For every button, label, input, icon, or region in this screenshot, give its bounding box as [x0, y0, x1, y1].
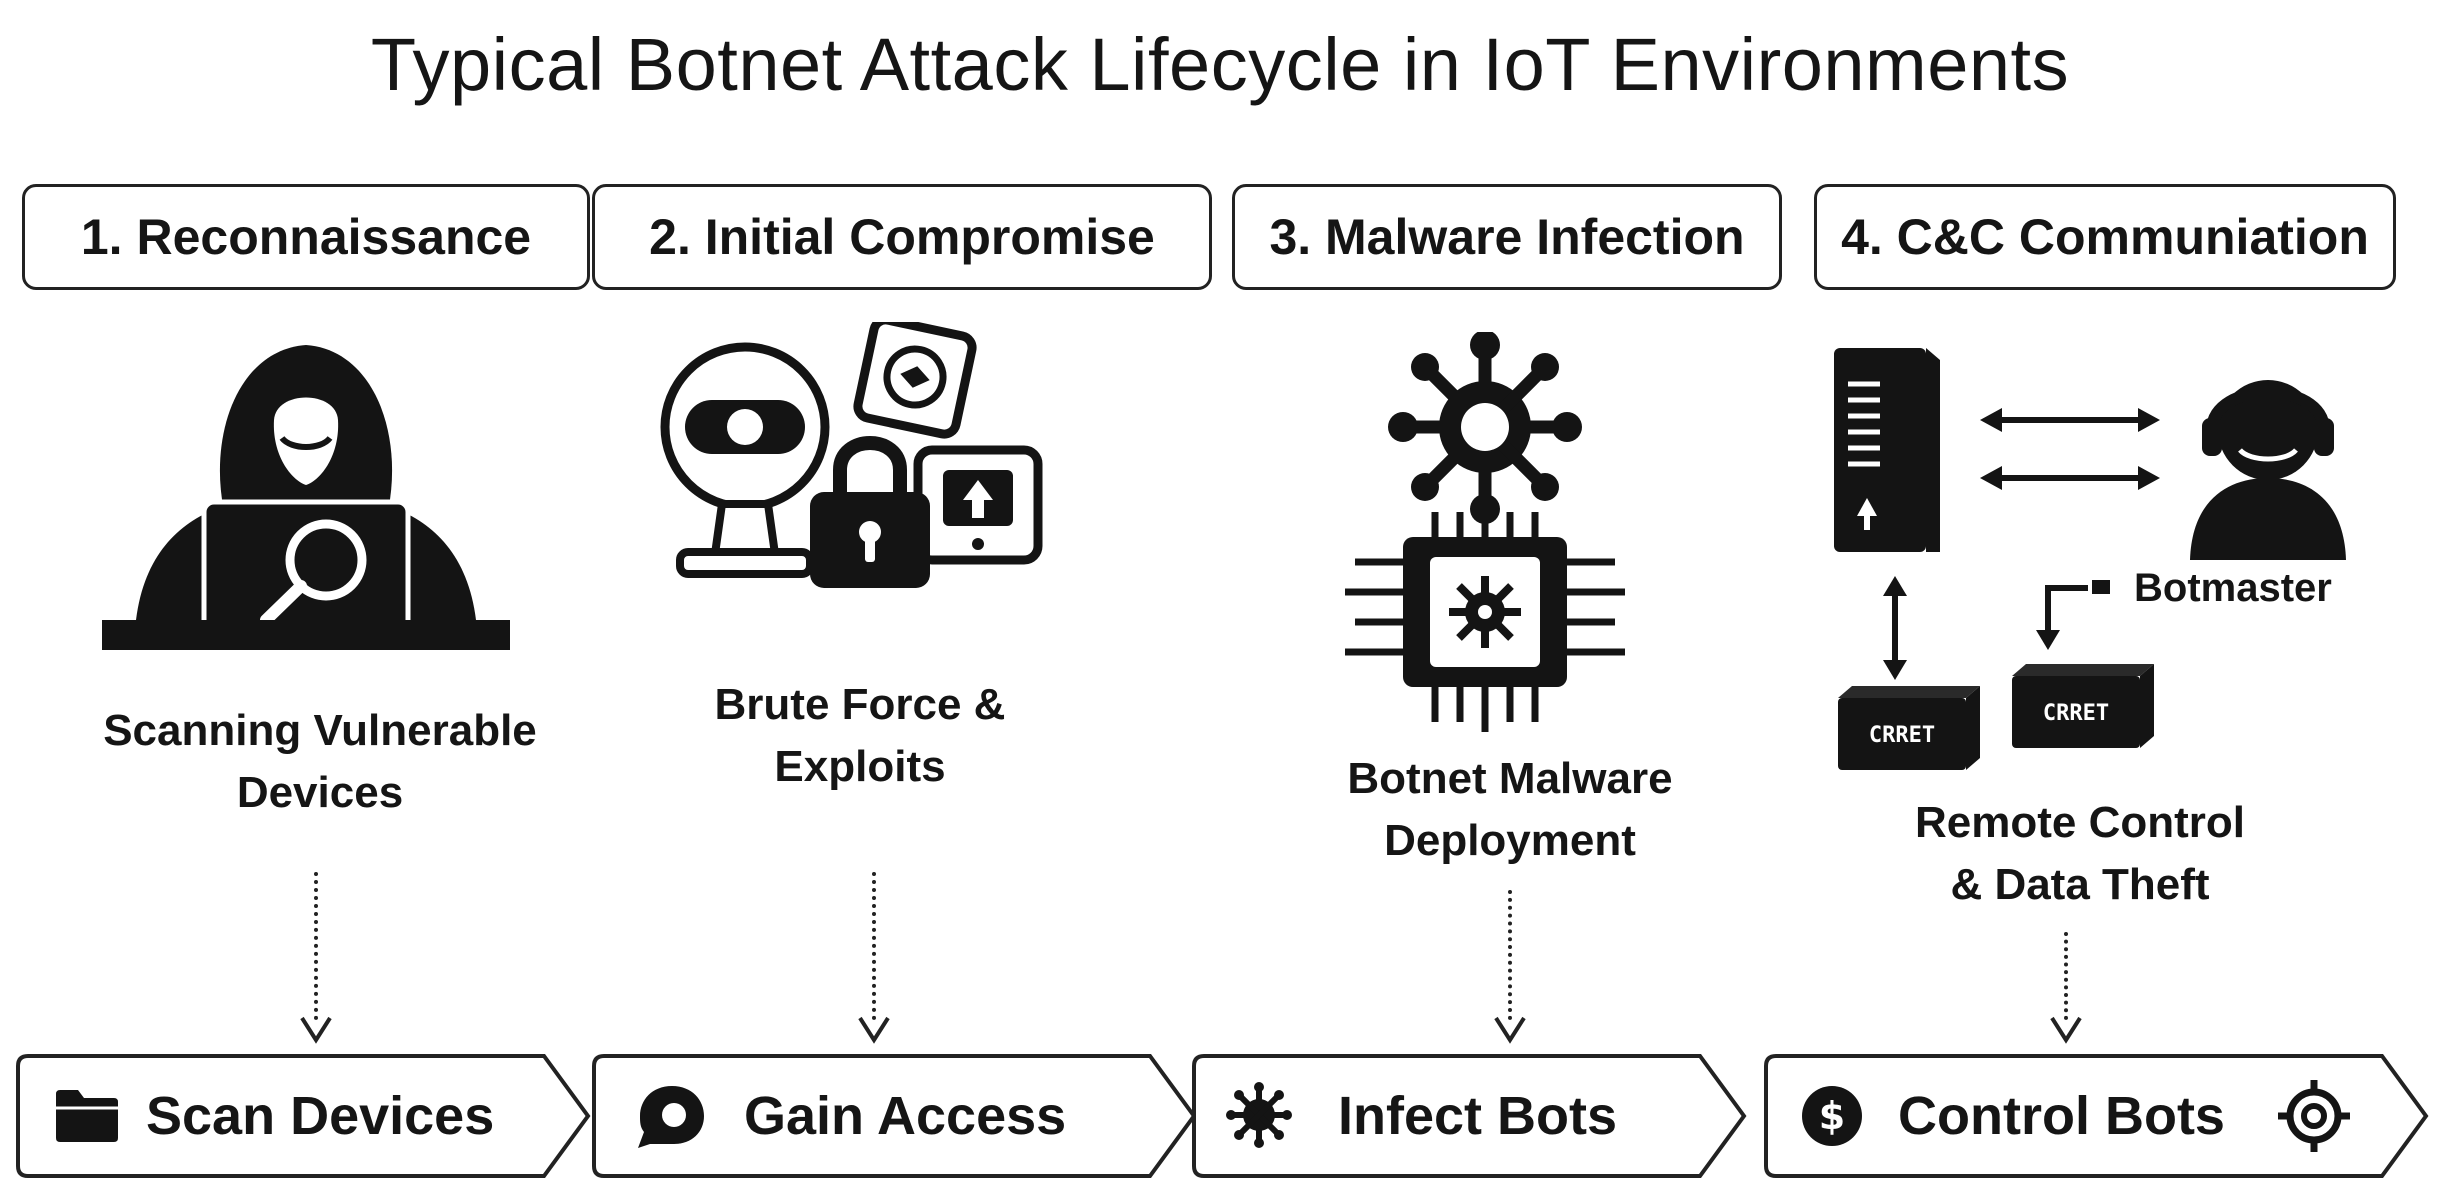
server-icon [1834, 348, 1940, 552]
step-1-label: Scan Devices [146, 1086, 495, 1146]
bot-device-icon: CRRET [1838, 686, 1980, 770]
step-2-label: Gain Access [744, 1086, 1067, 1146]
target-icon [2278, 1080, 2350, 1152]
svg-text:CRRET: CRRET [2043, 701, 2109, 726]
stage-3-label: 3. Malware Infection [1269, 209, 1745, 265]
dotted-arrow-2 [872, 872, 876, 1020]
dotted-arrow-4 [2064, 932, 2068, 1020]
stage-2-box: 2. Initial Compromise [592, 184, 1212, 290]
arrowhead-4 [2050, 1016, 2082, 1044]
key-icon [638, 1086, 704, 1148]
step-3-label: Infect Bots [1338, 1086, 1618, 1146]
arrowhead-2 [858, 1016, 890, 1044]
step-4-chevron [1764, 1054, 2429, 1178]
hacker-laptop-icon [102, 345, 510, 650]
stage-4-label: 4. C&C Communiation [1841, 209, 2369, 265]
botmaster-label: Botmaster [2134, 566, 2332, 610]
svg-text:CRRET: CRRET [1869, 723, 1935, 748]
dotted-arrow-3 [1508, 890, 1512, 1020]
svg-text:$: $ [1819, 1094, 1845, 1138]
iot-devices-icon [660, 322, 1043, 588]
arrowhead-3 [1494, 1016, 1526, 1044]
step-3-chevron [1192, 1054, 1747, 1178]
stage-3-box: 3. Malware Infection [1232, 184, 1782, 290]
diagram-title: Typical Botnet Attack Lifecycle in IoT E… [370, 23, 2070, 106]
stage-4-caption: Remote Control& Data Theft [1915, 798, 2245, 909]
bidirectional-arrows [1883, 408, 2160, 680]
c2-network-icon: CRRET CRRET [1834, 348, 2346, 770]
arrowhead-1 [300, 1016, 332, 1044]
stage-2-label: 2. Initial Compromise [649, 209, 1155, 265]
stage-1-label: 1. Reconnaissance [80, 209, 532, 265]
stage-2-caption: Brute Force &Exploits [714, 680, 1006, 791]
step-4-label: Control Bots [1898, 1086, 2225, 1146]
dotted-arrow-1 [314, 872, 318, 1020]
botmaster-icon [2190, 380, 2346, 560]
bot-device-icon: CRRET [2012, 664, 2154, 748]
stage-1-box: 1. Reconnaissance [22, 184, 590, 290]
virus-icon [1226, 1082, 1292, 1148]
folder-icon [56, 1090, 118, 1142]
dollar-icon: $ [1802, 1086, 1862, 1146]
infected-chip-icon [1345, 332, 1625, 732]
step-1-chevron [16, 1054, 591, 1178]
stage-4-box: 4. C&C Communiation [1814, 184, 2396, 290]
step-2-chevron [592, 1054, 1197, 1178]
